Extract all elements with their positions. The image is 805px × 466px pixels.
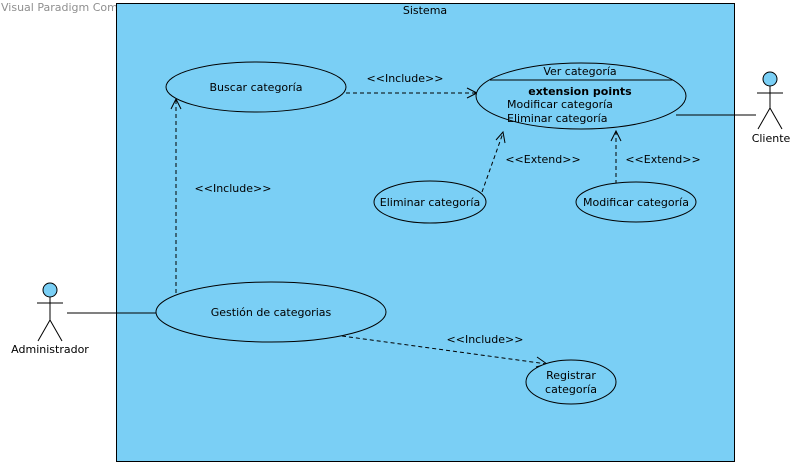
use-case-eliminar-categoria[interactable]: Eliminar categoría — [373, 180, 487, 224]
actor-administrador[interactable]: Administrador — [11, 282, 89, 356]
actor-head-icon — [762, 71, 778, 87]
actor-label: Administrador — [11, 343, 89, 356]
use-case-label: categoría — [545, 383, 597, 396]
use-case-registrar-categoria[interactable]: Registrar categoría — [525, 359, 617, 405]
extend-label: <<Extend>> — [505, 153, 580, 166]
use-case-label: Registrar — [546, 369, 596, 382]
actor-head-icon — [42, 282, 58, 298]
system-title: Sistema — [403, 4, 447, 17]
use-case-buscar-categoria[interactable]: Buscar categoría — [165, 61, 347, 113]
extension-points-header: extension points — [528, 85, 632, 98]
use-case-label: Eliminar categoría — [380, 196, 480, 209]
extend-label: <<Extend>> — [625, 153, 700, 166]
extend-eliminar-ver[interactable]: <<Extend>> — [481, 130, 581, 193]
use-case-ver-categoria[interactable]: Ver categoría extension points Modificar… — [475, 62, 687, 130]
use-case-label: Gestión de categorias — [211, 306, 332, 319]
use-case-label: Ver categoría — [543, 65, 616, 78]
include-label: <<Include>> — [367, 72, 444, 85]
extension-point: Modificar categoría — [507, 98, 613, 111]
use-case-label: Modificar categoría — [583, 196, 689, 209]
actor-cliente[interactable]: Cliente — [752, 71, 791, 145]
actor-label: Cliente — [752, 132, 791, 145]
include-label: <<Include>> — [447, 333, 524, 346]
extend-modificar-ver[interactable]: <<Extend>> — [610, 129, 701, 184]
use-case-gestion-categorias[interactable]: Gestión de categorias — [155, 281, 387, 343]
extension-point: Eliminar categoría — [507, 112, 607, 125]
include-label: <<Include>> — [195, 182, 272, 195]
use-case-label: Buscar categoría — [210, 81, 303, 94]
use-case-modificar-categoria[interactable]: Modificar categoría — [575, 181, 697, 223]
